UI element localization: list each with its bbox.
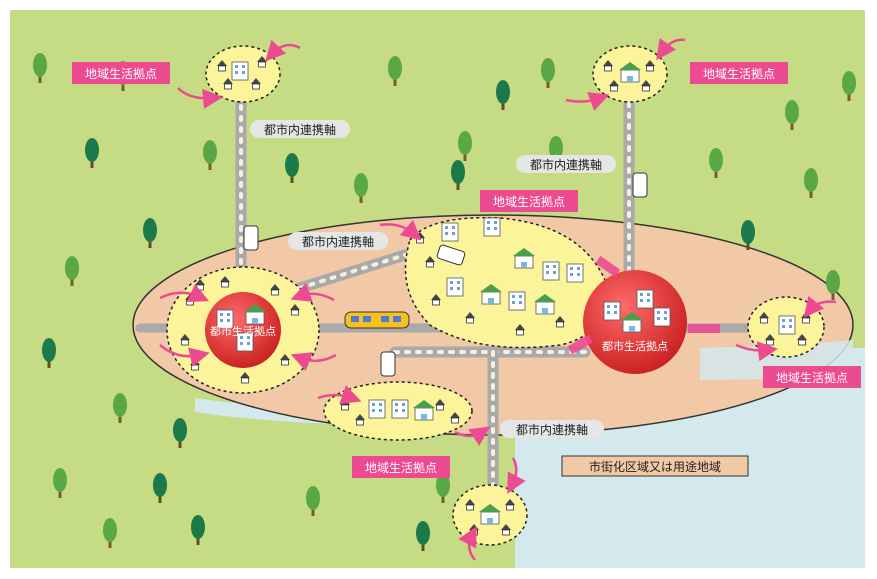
label-regional-hub-bottom-text: 地域生活拠点 [365, 461, 437, 475]
regional-hub-top-left [205, 45, 281, 103]
label-axis-lower-text: 都市内連携軸 [516, 422, 588, 437]
urban-hub-right [583, 270, 687, 374]
label-regional-hub-top-right: 地域生活拠点 [690, 62, 788, 84]
label-regional-hub-center: 地域生活拠点 [480, 190, 578, 212]
bus-icon [243, 172, 648, 377]
label-regional-hub-top-left-text: 地域生活拠点 [85, 67, 157, 81]
train-icon [344, 311, 410, 329]
label-axis-upper-right: 都市内連携軸 [516, 155, 616, 173]
regional-hub-bottom [452, 484, 528, 546]
connector-arrows [567, 255, 720, 355]
label-regional-hub-bottom: 地域生活拠点 [352, 456, 450, 478]
label-axis-upper-left-text: 都市内連携軸 [264, 122, 336, 137]
label-urban-hub-left: 都市生活拠点 [210, 324, 276, 338]
label-regional-hub-top-left: 地域生活拠点 [72, 62, 170, 84]
legend-urbanization-area-text: 市街化区域又は用途地域 [589, 459, 721, 474]
label-regional-hub-center-text: 地域生活拠点 [493, 195, 565, 209]
label-axis-upper-right-text: 都市内連携軸 [530, 157, 602, 172]
label-regional-hub-top-right-text: 地域生活拠点 [703, 67, 775, 81]
inflow-arrows [159, 38, 837, 561]
label-regional-hub-right-text: 地域生活拠点 [776, 371, 848, 385]
label-axis-middle: 都市内連携軸 [288, 232, 388, 250]
regional-hub-top-right [592, 45, 668, 103]
label-axis-lower: 都市内連携軸 [500, 420, 604, 438]
label-urban-hub-right: 都市生活拠点 [602, 339, 668, 353]
label-axis-upper-left: 都市内連携軸 [250, 120, 350, 138]
label-regional-hub-right: 地域生活拠点 [763, 366, 861, 388]
legend-urbanization-area: 市街化区域又は用途地域 [561, 455, 749, 477]
label-axis-middle-text: 都市内連携軸 [302, 234, 374, 249]
regional-hub-bottom-center [323, 381, 473, 441]
